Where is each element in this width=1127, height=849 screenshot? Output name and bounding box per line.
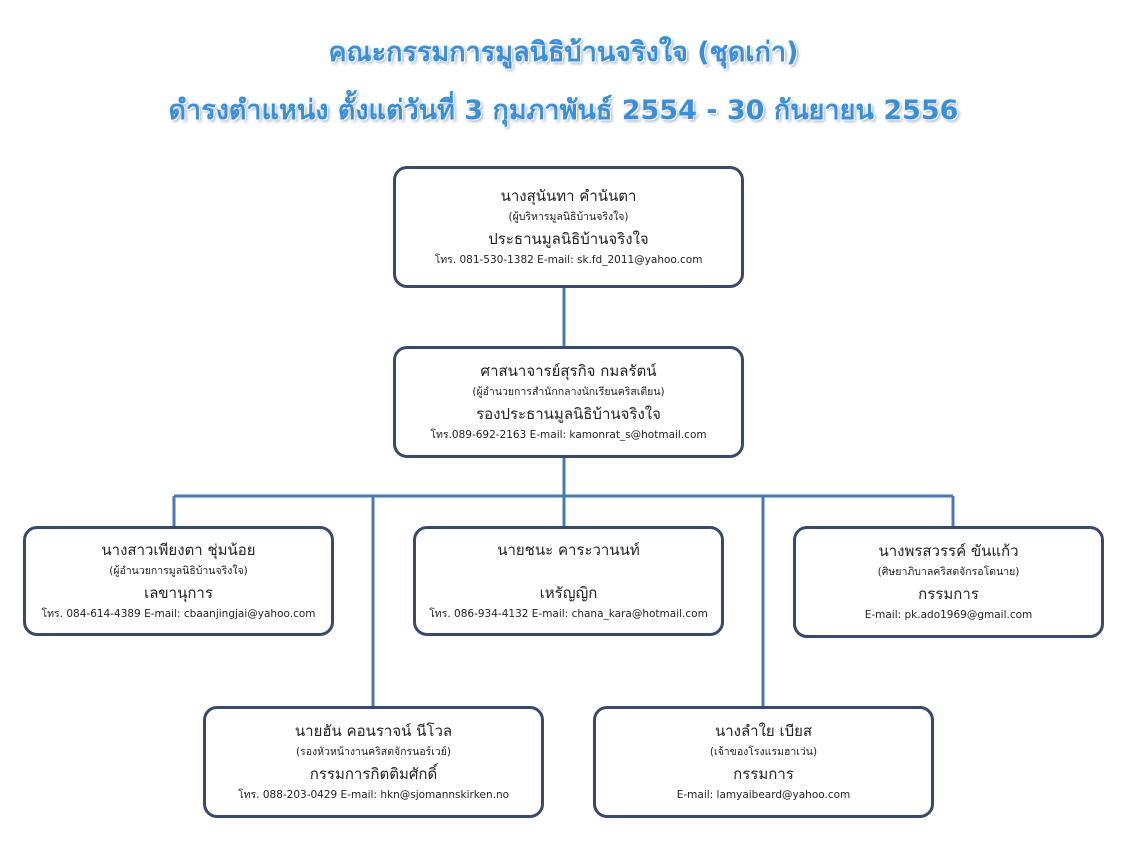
member-name: นายฮัน คอนราจน์ นีโวล: [294, 722, 453, 740]
member-name: นายชนะ คาระวานนท์: [497, 541, 640, 559]
member-contact: โทร. 081-530-1382 E-mail: sk.fd_2011@yah…: [434, 254, 703, 266]
page-title: คณะกรรมการมูลนิธิบ้านจริงใจ (ชุดเก่า): [328, 37, 799, 68]
member-organization: (ผู้บริหารมูลนิธิบ้านจริงใจ): [508, 211, 629, 223]
member-name: นางลำใย เบียส: [714, 722, 813, 740]
member-name: นางสาวเพียงตา ชุ่มน้อย: [101, 541, 256, 559]
page-subtitle: ดำรงตำแหน่ง ตั้งแต่วันที่ 3 กุมภาพันธ์ 2…: [168, 95, 959, 126]
member-role: กรรมการ: [733, 765, 794, 783]
member-organization: (เจ้าของโรงแรมฮาเว่น): [709, 746, 818, 758]
member-contact: โทร. 084-614-4389 E-mail: cbaanjingjai@y…: [41, 608, 316, 620]
member-role: เหรัญญิก: [539, 584, 598, 602]
member-name: ศาสนาจารย์สุรกิจ กมลรัตน์: [480, 362, 657, 380]
member-role: เลขานุการ: [144, 584, 213, 602]
member-card-vice-chair: ศาสนาจารย์สุรกิจ กมลรัตน์ (ผู้อำนวยการสำ…: [393, 346, 744, 458]
member-contact: โทร.089-692-2163 E-mail: kamonrat_s@hotm…: [430, 429, 707, 441]
member-role: กรรมการกิตติมศักดิ์: [309, 765, 438, 783]
member-card-committee-1: นางพรสวรรค์ ขันแก้ว (ศิษยาภิบาลคริสตจักร…: [793, 526, 1104, 638]
member-name: นางสุนันทา คำนันตา: [500, 187, 637, 205]
member-card-chair: นางสุนันทา คำนันตา (ผู้บริหารมูลนิธิบ้าน…: [393, 166, 744, 288]
member-role: รองประธานมูลนิธิบ้านจริงใจ: [476, 405, 661, 423]
member-organization: (ผู้อำนวยการมูลนิธิบ้านจริงใจ): [109, 565, 248, 577]
member-contact: E-mail: lamyaibeard@yahoo.com: [676, 789, 851, 801]
member-role: กรรมการ: [918, 585, 979, 603]
member-organization: (ผู้อำนวยการสำนักกลางนักเรียนคริสเตียน): [472, 386, 665, 398]
member-contact: โทร. 086-934-4132 E-mail: chana_kara@hot…: [429, 608, 708, 620]
member-contact: โทร. 088-203-0429 E-mail: hkn@sjomannski…: [237, 789, 510, 801]
member-organization: (ศิษยาภิบาลคริสตจักรอโดนาย): [877, 566, 1020, 578]
member-organization: (รองหัวหน้างานคริสตจักรนอร์เวย์): [295, 746, 452, 758]
member-contact: E-mail: pk.ado1969@gmail.com: [864, 609, 1033, 621]
member-name: นางพรสวรรค์ ขันแก้ว: [878, 542, 1019, 560]
member-card-honorary: นายฮัน คอนราจน์ นีโวล (รองหัวหน้างานคริส…: [203, 706, 544, 818]
member-card-secretary: นางสาวเพียงตา ชุ่มน้อย (ผู้อำนวยการมูลนิ…: [23, 526, 334, 636]
member-card-committee-2: นางลำใย เบียส (เจ้าของโรงแรมฮาเว่น) กรรม…: [593, 706, 934, 818]
member-card-treasurer: นายชนะ คาระวานนท์ เหรัญญิก โทร. 086-934-…: [413, 526, 724, 636]
member-role: ประธานมูลนิธิบ้านจริงใจ: [488, 230, 649, 248]
